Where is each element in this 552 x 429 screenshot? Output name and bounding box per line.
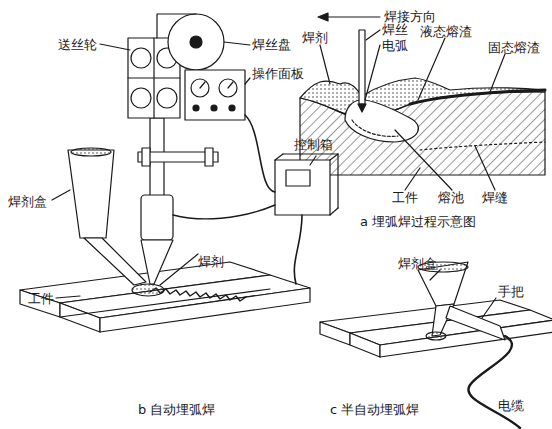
part-label: 熔池 bbox=[438, 190, 464, 205]
semi-automatic-welder-part bbox=[350, 333, 380, 357]
figure-caption: a 埋弧焊过程示意图 bbox=[360, 214, 476, 229]
automatic-welder-part bbox=[131, 88, 151, 108]
part-label: 焊丝 bbox=[382, 22, 408, 37]
automatic-welder-part bbox=[205, 148, 213, 166]
automatic-welder-part bbox=[56, 296, 80, 298]
automatic-welder-part bbox=[52, 190, 70, 200]
part-label: 固态熔渣 bbox=[488, 40, 540, 55]
automatic-welder-part bbox=[160, 254, 198, 285]
part-label: 焊缝 bbox=[482, 190, 508, 205]
process-section-part bbox=[418, 38, 445, 100]
process-section-part bbox=[320, 45, 330, 84]
automatic-welder-part bbox=[185, 70, 245, 120]
process-section-part bbox=[359, 30, 365, 104]
automatic-welder-part bbox=[157, 14, 196, 38]
automatic-welder-part bbox=[275, 154, 283, 160]
process-section bbox=[300, 13, 545, 190]
part-label: 操作面板 bbox=[252, 66, 304, 81]
part-label: 工件 bbox=[392, 190, 418, 205]
process-section-part bbox=[395, 130, 452, 190]
semi-automatic-welder-part bbox=[482, 298, 496, 318]
part-label: 控制箱 bbox=[294, 137, 333, 152]
automatic-welder-part bbox=[68, 150, 114, 238]
part-label: 焊剂盒 bbox=[8, 194, 47, 209]
automatic-welder-part bbox=[168, 14, 224, 70]
automatic-welder-part bbox=[245, 78, 250, 84]
automatic-welder-part bbox=[173, 205, 275, 219]
part-label: 送丝轮 bbox=[58, 37, 97, 52]
automatic-welder-part bbox=[191, 79, 209, 97]
automatic-welder bbox=[20, 14, 338, 332]
part-label: 焊剂 bbox=[302, 30, 328, 45]
part-label: 电缆 bbox=[498, 398, 524, 413]
automatic-welder-part bbox=[100, 288, 310, 332]
part-label: 焊丝盘 bbox=[252, 37, 291, 52]
automatic-welder-part bbox=[219, 79, 237, 97]
automatic-welder-part bbox=[157, 88, 177, 108]
part-label: 焊剂 bbox=[198, 254, 224, 269]
automatic-welder-part bbox=[128, 77, 180, 78]
part-label: 手把 bbox=[498, 284, 524, 299]
automatic-welder-part bbox=[275, 160, 330, 215]
automatic-welder-part bbox=[224, 42, 250, 45]
automatic-welder-part bbox=[20, 290, 60, 317]
process-section-part bbox=[420, 142, 545, 150]
figure-caption: b 自动埋弧焊 bbox=[138, 402, 215, 417]
automatic-welder-part bbox=[286, 170, 310, 186]
process-section-part bbox=[324, 16, 380, 17]
automatic-welder-part bbox=[131, 48, 151, 68]
automatic-welder-part bbox=[132, 284, 164, 296]
automatic-welder-part bbox=[229, 105, 235, 111]
process-section-part bbox=[405, 168, 420, 190]
semi-automatic-welder-part bbox=[468, 336, 520, 428]
automatic-welder-part bbox=[84, 238, 146, 285]
semi-automatic-welder-part bbox=[430, 270, 440, 280]
automatic-welder-part bbox=[190, 36, 202, 48]
automatic-welder-part bbox=[141, 240, 173, 284]
automatic-welder-part bbox=[245, 115, 275, 192]
process-section-part bbox=[410, 90, 545, 104]
process-section-part bbox=[352, 120, 398, 136]
part-label: 电弧 bbox=[382, 38, 408, 53]
direction-label: 焊接方向 bbox=[384, 9, 436, 24]
automatic-welder-part bbox=[330, 154, 338, 160]
semi-automatic-welder-part bbox=[320, 322, 350, 345]
part-label: 工件 bbox=[28, 291, 54, 306]
semi-automatic-welder bbox=[320, 262, 552, 428]
automatic-welder-part bbox=[211, 105, 217, 111]
automatic-welder-part bbox=[141, 195, 173, 240]
automatic-welder-part bbox=[60, 303, 100, 332]
semi-automatic-welder-part bbox=[446, 306, 505, 340]
automatic-welder-part bbox=[330, 208, 338, 215]
process-section-part bbox=[365, 45, 380, 100]
process-section-part bbox=[490, 54, 505, 92]
automatic-welder-part bbox=[71, 148, 111, 156]
automatic-welder-part bbox=[294, 215, 302, 284]
process-section-part bbox=[300, 78, 545, 118]
process-section-part bbox=[345, 100, 418, 142]
automatic-welder-part bbox=[60, 289, 270, 317]
automatic-welder-part bbox=[193, 105, 199, 111]
automatic-welder-part bbox=[283, 153, 338, 154]
process-section-part bbox=[318, 13, 328, 21]
part-label: 液态熔渣 bbox=[420, 24, 472, 39]
semi-automatic-welder-part bbox=[426, 332, 446, 340]
automatic-welder-part bbox=[228, 82, 233, 88]
process-section-part bbox=[475, 146, 495, 190]
part-label: 焊剂盒 bbox=[398, 256, 437, 271]
process-section-part bbox=[366, 30, 380, 40]
automatic-welder-part bbox=[200, 82, 205, 88]
automatic-welder-part bbox=[310, 156, 316, 165]
automatic-welder-part bbox=[100, 44, 130, 50]
automatic-welder-part bbox=[337, 154, 338, 208]
figure-caption: c 半自动埋弧焊 bbox=[330, 402, 419, 417]
automatic-welder-part bbox=[142, 148, 150, 166]
process-section-part bbox=[358, 104, 366, 112]
